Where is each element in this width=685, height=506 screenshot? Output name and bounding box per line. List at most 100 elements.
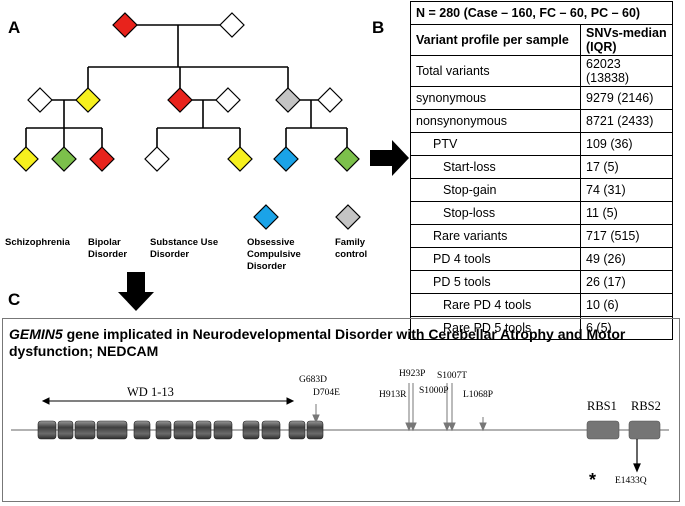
pedigree-node-yellow [75,87,101,113]
panel-b-label: B [372,18,385,37]
pedigree-node-white [317,87,343,113]
rbs2-domain [628,420,661,440]
asterisk-marker: * [589,470,597,490]
wd-repeat-3 [74,420,96,440]
legend-symbols-right [253,204,361,230]
gene-name: GEMIN5 [9,326,63,342]
gene-structure-diagram [11,383,669,473]
table-cell-value: 74 (31) [580,178,673,202]
mutation-label-h923p: H923P [399,369,426,379]
mutation-label-g683d: G683D [299,375,327,385]
table-cell-value: 109 (36) [580,132,673,156]
table-cell-label: Stop-loss [410,201,581,225]
gene-panel-title: GEMIN5 gene implicated in Neurodevelopme… [9,326,669,360]
pedigree-lines [25,24,348,147]
mutation-label-s1000p: S1000P [419,386,449,396]
pedigree-node-gray [275,87,301,113]
table-cell-label: PD 4 tools [410,247,581,271]
table-cell-label: Start-loss [410,155,581,179]
wd-repeat-12 [288,420,306,440]
panel-a-label: A [8,18,21,37]
legend-symbol-family [335,204,361,230]
table-cell-label: Rare variants [410,224,581,248]
wd-domain-bracket [41,397,295,405]
pedigree-node-white [27,87,53,113]
table-header-cohort: N = 280 (Case – 160, FC – 60, PC – 60) [410,1,673,25]
pedigree-node-green [51,146,77,172]
rbs1-label: RBS1 [587,399,617,413]
wd-repeat-8 [195,420,212,440]
variant-profile-table: N = 280 (Case – 160, FC – 60, PC – 60) V… [410,1,673,340]
table-col-snvs-median: SNVs-median (IQR) [580,24,673,56]
table-cell-value: 17 (5) [580,155,673,179]
table-cell-value: 49 (26) [580,247,673,271]
legend-label-schizophrenia: Schizophrenia [5,237,70,248]
mutation-label-e1433q: E1433Q [615,476,647,486]
pedigree-node-green [334,146,360,172]
table-cell-value: 8721 (2433) [580,109,673,133]
wd-domain-label: WD 1-13 [127,385,174,399]
pedigree-node-red [89,146,115,172]
pedigree-node-white [219,12,245,38]
wd-repeat-5 [133,420,151,440]
table-cell-value: 62023 (13838) [580,55,673,87]
table-cell-value: 6 (5) [580,316,673,340]
wd-repeat-9 [213,420,233,440]
table-cell-label: Rare PD 4 tools [410,293,581,317]
arrow-right-icon [370,140,409,176]
table-cell-label: nonsynonymous [410,109,581,133]
pedigree-node-red [112,12,138,38]
pedigree-node-white [215,87,241,113]
table-col-variant-profile: Variant profile per sample [410,24,581,56]
legend-symbol-ocd [253,204,279,230]
pedigree-node-yellow [13,146,39,172]
gene-title-text: gene implicated in Neurodevelopmental Di… [9,326,626,359]
mutation-label-d704e: D704E [313,388,340,398]
table-cell-value: 26 (17) [580,270,673,294]
mutation-label-l1068p: L1068P [463,390,494,400]
table-cell-label: Stop-gain [410,178,581,202]
pedigree-node-red [167,87,193,113]
rbs1-domain [586,420,620,440]
table-cell-label: PD 5 tools [410,270,581,294]
mutation-label-h913r: H913R [379,390,407,400]
pedigree-node-white [144,146,170,172]
wd-repeat-10 [242,420,260,440]
wd-repeat-4 [96,420,128,440]
pedigree-node-yellow [227,146,253,172]
table-cell-value: 717 (515) [580,224,673,248]
rbs2-label: RBS2 [631,399,661,413]
table-cell-label: Rare PD 5 tools [410,316,581,340]
wd-repeat-6 [155,420,172,440]
mutation-label-s1007t: S1007T [437,371,468,381]
panel-c-label: C [8,290,21,309]
wd-repeat-11 [261,420,281,440]
pedigree-diagram [13,12,360,172]
wd-repeat-7 [173,420,194,440]
arrow-down-icon [118,272,154,311]
table-cell-value: 10 (6) [580,293,673,317]
table-cell-label: PTV [410,132,581,156]
table-cell-value: 11 (5) [580,201,673,225]
pedigree-node-blue [273,146,299,172]
table-cell-label: Total variants [410,55,581,87]
wd-repeat-1 [37,420,57,440]
wd-repeat-13 [306,420,324,440]
